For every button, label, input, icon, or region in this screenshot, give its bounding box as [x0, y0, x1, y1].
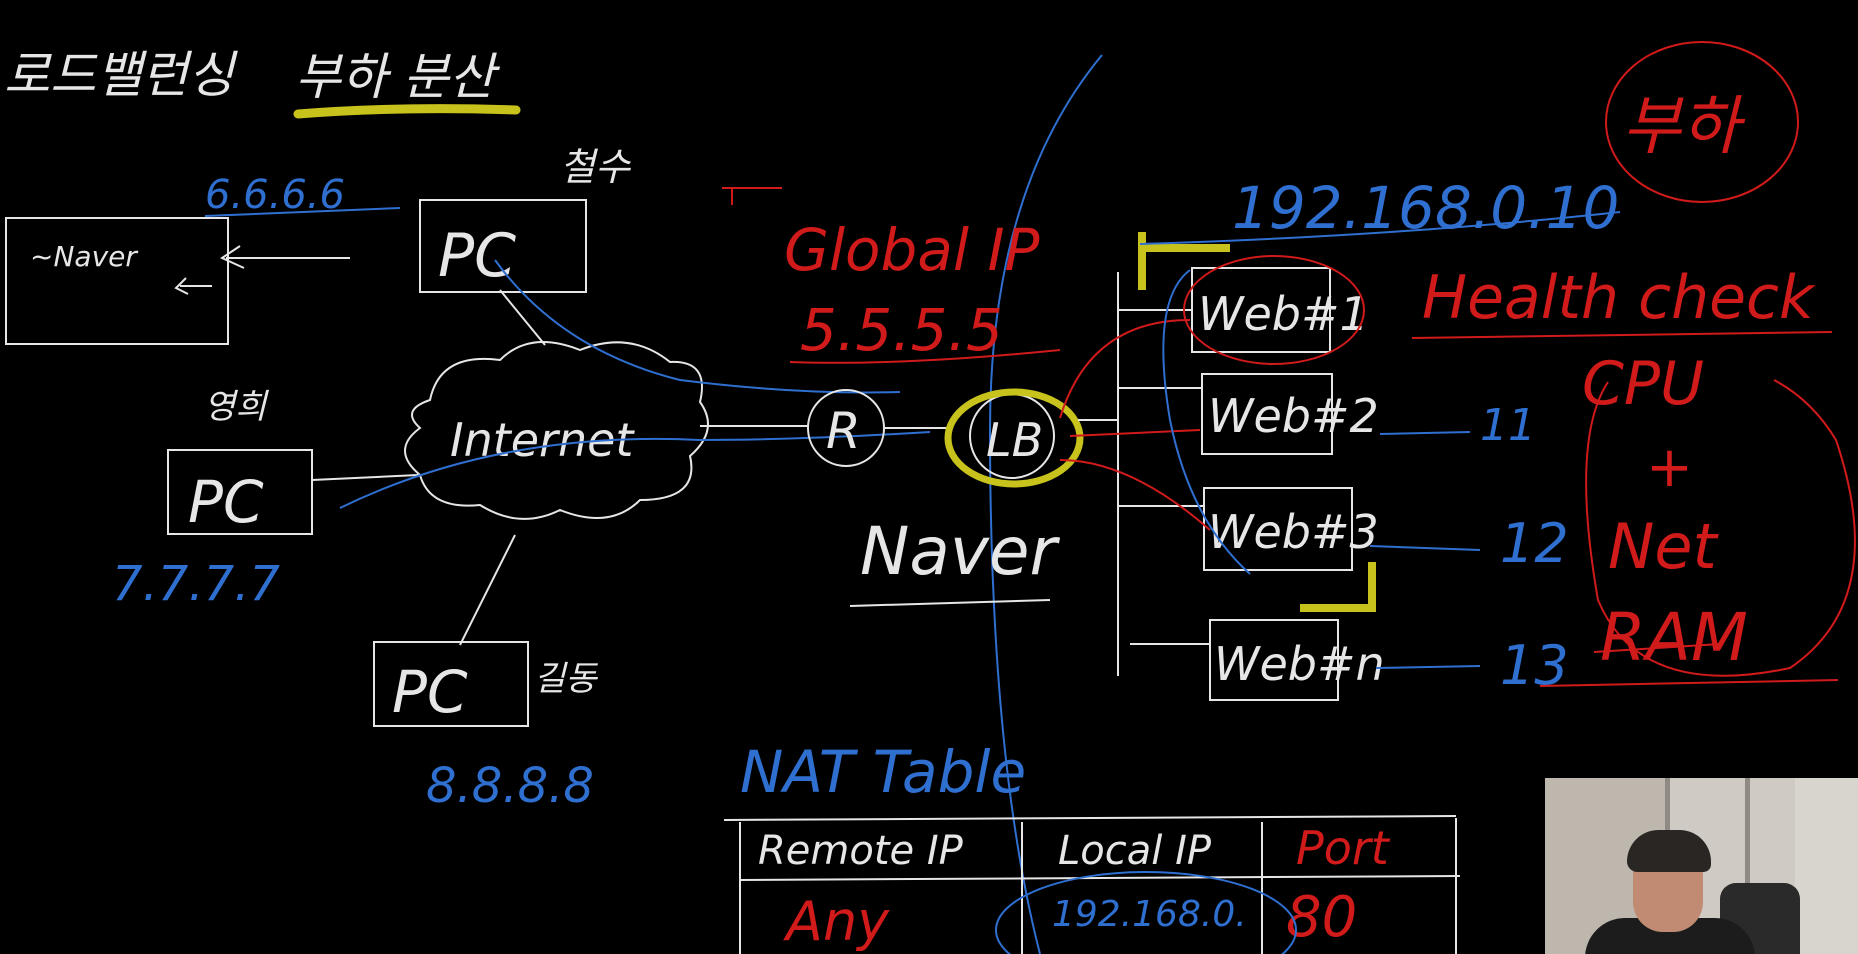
yellow-bracket-bottom	[1300, 562, 1376, 612]
web-server-2-label: Web#2	[1208, 389, 1379, 443]
arrow-to-naver	[219, 245, 350, 269]
yellow-bracket-top	[1138, 232, 1230, 290]
pc-mid-label: PC	[188, 468, 264, 536]
ip-suffix-3: 12	[1500, 512, 1569, 575]
web-server-1	[1191, 267, 1331, 353]
global-ip-underline	[789, 349, 1061, 364]
naver-label: Naver	[860, 513, 1060, 590]
nat-table-title: NAT Table	[740, 738, 1026, 806]
global-ip-value: 5.5.5.5	[800, 296, 1003, 364]
web-server-1-circle	[1183, 255, 1365, 365]
load-balancer-label: LB	[986, 413, 1043, 467]
title-text-emphasis: 부하 분산	[295, 48, 501, 106]
ip-suffix-n: 13	[1500, 634, 1569, 697]
nat-table-header-rule	[739, 875, 1461, 881]
pc-mid-ip: 7.7.7.7	[112, 556, 280, 612]
nat-cell-remote-ip: Any	[783, 890, 890, 953]
title-text: 로드밸런싱	[4, 46, 238, 104]
link-pc-mid-cloud	[311, 474, 419, 481]
nat-header-port: Port	[1296, 821, 1391, 875]
ip-suffix-2: 11	[1480, 400, 1536, 451]
global-ip-marker	[722, 187, 782, 205]
pc-bottom-ip: 8.8.8.8	[426, 758, 594, 814]
load-circle-label: 부하	[1622, 90, 1746, 164]
nat-cell-port: 80	[1286, 885, 1357, 950]
red-route-1	[1059, 319, 1191, 419]
web-server-3	[1203, 487, 1353, 571]
nat-local-ip-circle	[995, 871, 1297, 954]
naver-underline	[849, 599, 1051, 607]
pc-mid-owner: 영희	[204, 387, 269, 427]
load-circle	[1605, 41, 1799, 203]
pc-top-ip-underline	[204, 207, 401, 217]
title-underline	[293, 104, 521, 119]
webcam-panel	[1745, 778, 1750, 954]
health-ram: RAM	[1600, 599, 1748, 676]
nat-header-remote-ip: Remote IP	[758, 828, 964, 874]
health-cpu: CPU	[1582, 349, 1704, 419]
blue-flow-mid	[339, 431, 931, 509]
subnet-underline	[1139, 211, 1621, 245]
router-label: R	[826, 402, 861, 460]
nat-table-top-rule	[723, 815, 1457, 821]
pc-top	[419, 199, 587, 293]
red-route-3	[1059, 459, 1211, 531]
nat-cell-local-ip: 192.168.0.	[1052, 894, 1247, 935]
health-plus: +	[1646, 435, 1693, 500]
blue-check-loop	[1162, 269, 1251, 575]
ip-line-n	[1375, 665, 1481, 669]
web-server-n	[1209, 619, 1339, 701]
health-ram-strike	[1593, 643, 1721, 653]
pc-top-owner: 철수	[560, 145, 632, 189]
blue-divider	[988, 54, 1103, 954]
nat-header-local-ip: Local IP	[1058, 828, 1212, 874]
load-balancer-highlight	[944, 388, 1084, 488]
pc-bottom	[373, 641, 529, 727]
link-pc-bottom-cloud	[459, 534, 516, 646]
subnet-label: 192.168.0.10	[1232, 174, 1619, 242]
health-net: Net	[1608, 510, 1720, 583]
arrow-small	[174, 277, 212, 295]
health-check-title: Health check	[1422, 263, 1816, 333]
web-server-2	[1201, 373, 1333, 455]
webcam-wall	[1795, 778, 1858, 954]
ip-line-3	[1369, 545, 1481, 551]
health-underline-bottom	[1539, 679, 1839, 687]
pc-bottom-label: PC	[392, 658, 468, 726]
pc-top-label: PC	[438, 221, 516, 291]
pc-mid	[167, 449, 313, 535]
presenter-webcam	[1545, 778, 1858, 954]
ip-line-2	[1379, 431, 1471, 435]
red-route-2	[1069, 429, 1201, 437]
link-pc-top-cloud	[499, 289, 546, 346]
web-server-n-label: Web#n	[1214, 637, 1385, 691]
web-server-3-label: Web#3	[1208, 505, 1379, 559]
pc-bottom-owner: 길동	[534, 659, 598, 699]
health-check-underline	[1411, 331, 1833, 339]
presenter-hair	[1627, 830, 1711, 872]
naver-browser-label: ~Naver	[30, 240, 138, 273]
naver-browser-box	[5, 217, 229, 345]
web-server-1-label: Web#1	[1198, 287, 1369, 341]
global-ip-label: Global IP	[784, 216, 1040, 284]
health-bracket	[1585, 379, 1856, 677]
